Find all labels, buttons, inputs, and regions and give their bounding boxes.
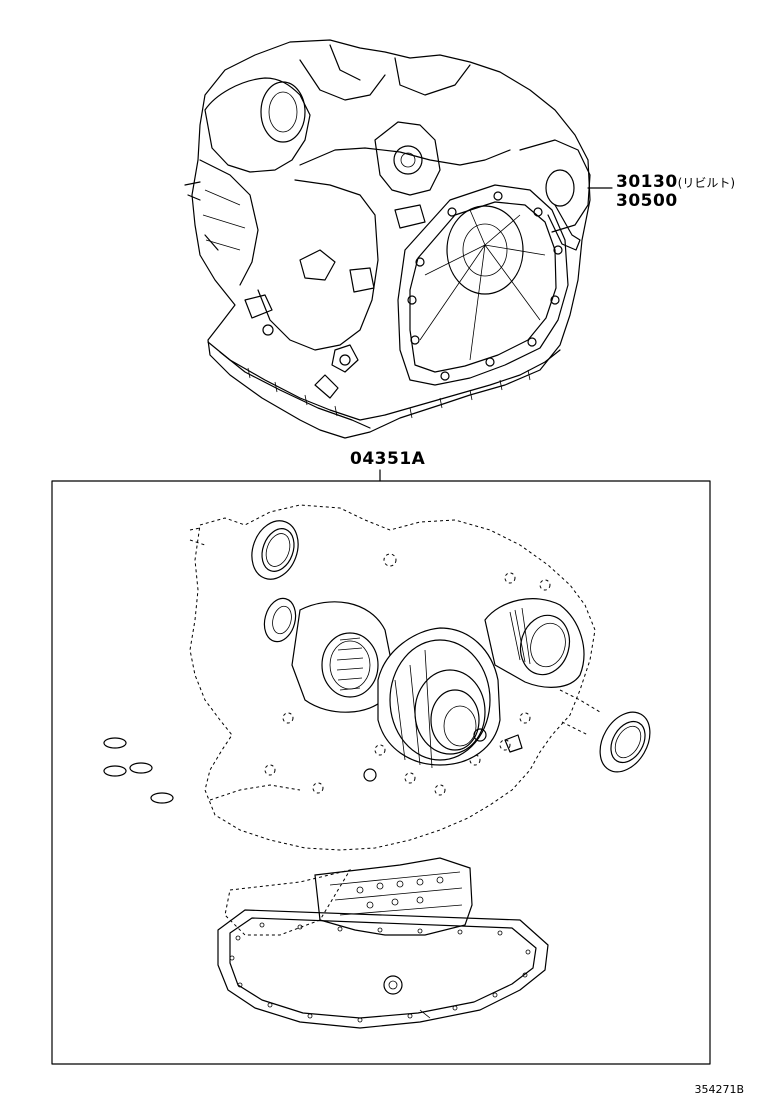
gasket-kit-frame: [51, 480, 711, 1065]
assembly-part-1-note: (リビルト): [677, 176, 736, 190]
assembly-part-number-rebuilt[interactable]: 30130(リビルト): [616, 172, 735, 192]
assembly-part-1-number[interactable]: 30130: [616, 172, 678, 192]
transaxle-assembly-illustration[interactable]: [184, 39, 613, 439]
figure-id: 354271B: [694, 1083, 744, 1096]
gasket-kit-illustration[interactable]: [103, 504, 660, 1029]
assembly-part-number[interactable]: 30500: [616, 191, 678, 211]
gasket-kit-part-number[interactable]: 04351A: [350, 449, 426, 469]
